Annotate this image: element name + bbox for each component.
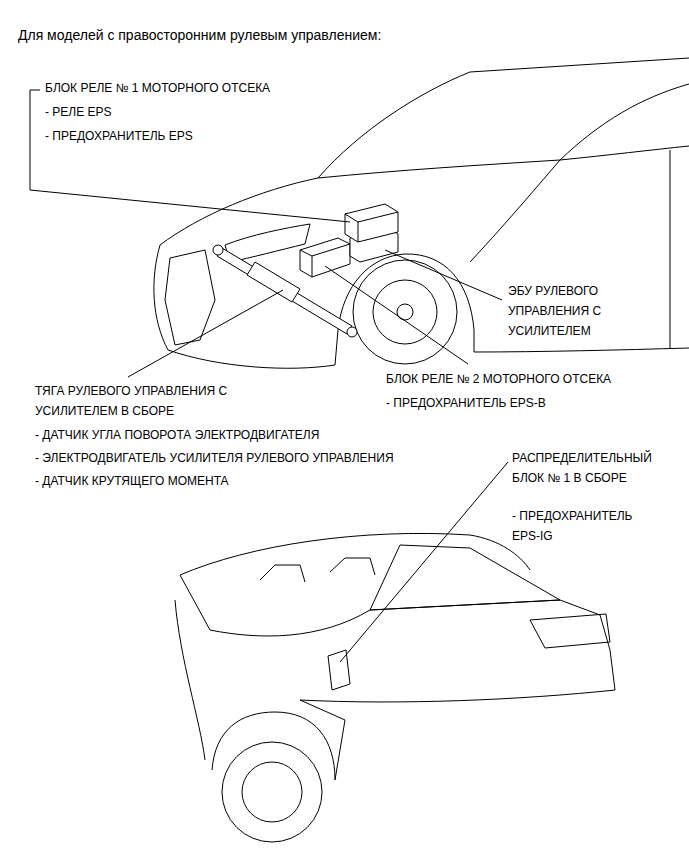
callout-label: БЛОК РЕЛЕ № 2 МОТОРНОГО ОТСЕКА [386,369,611,389]
page-title: Для моделей с правосторонним рулевым упр… [18,26,381,44]
callout-label: - ДАТЧИК КРУТЯЩЕГО МОМЕНТА [35,471,229,491]
callout-label: - ДАТЧИК УГЛА ПОВОРОТА ЭЛЕКТРОДВИГАТЕЛЯ [35,425,319,445]
callout-label: ЭБУ РУЛЕВОГО УПРАВЛЕНИЯ С УСИЛИТЕЛЕМ [508,281,643,341]
callout-label: - РЕЛЕ EPS [45,102,112,122]
callout-label: - ПРЕДОХРАНИТЕЛЬ EPS [45,126,193,146]
callout-label: - ПРЕДОХРАНИТЕЛЬ EPS-B [386,393,546,413]
eps-parts [213,204,398,337]
rear-car-outline [175,533,615,842]
callout-label: БЛОК РЕЛЕ № 1 МОТОРНОГО ОТСЕКА [45,78,270,98]
callout-label: - ЭЛЕКТРОДВИГАТЕЛЬ УСИЛИТЕЛЯ РУЛЕВОГО УП… [35,448,394,468]
front-car-outline [154,58,689,368]
callout-label: РАСПРЕДЕЛИТЕЛЬНЫЙ БЛОК № 1 В СБОРЕ [512,448,672,488]
callout-label: - ПРЕДОХРАНИТЕЛЬ EPS-IG [512,506,662,546]
callout-label: ТЯГА РУЛЕВОГО УПРАВЛЕНИЯ С УСИЛИТЕЛЕМ В … [35,381,290,421]
